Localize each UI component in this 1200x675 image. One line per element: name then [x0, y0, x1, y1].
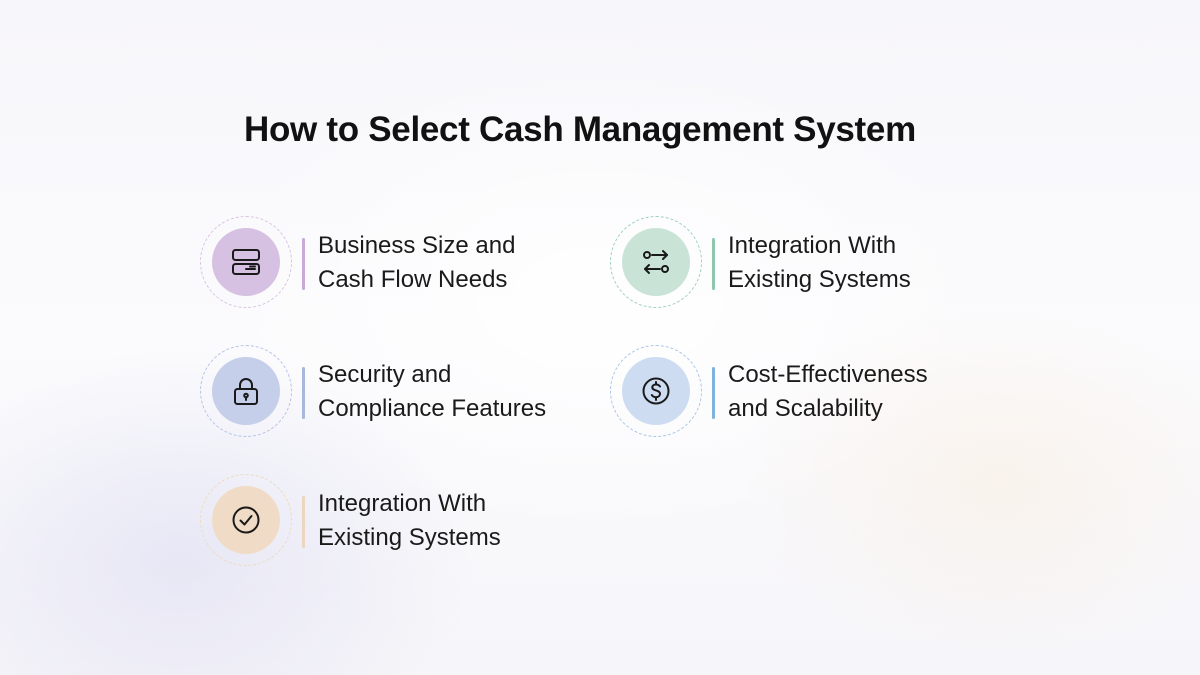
accent-bar	[302, 367, 305, 419]
criterion-item: Security and Compliance Features	[200, 345, 620, 445]
dashed-ring	[610, 345, 702, 437]
dashed-ring	[200, 216, 292, 308]
criterion-label-line2: and Scalability	[728, 395, 883, 422]
criterion-item: Integration With Existing Systems	[610, 216, 1030, 316]
icon-disc	[212, 357, 280, 425]
criterion-label-line2: Cash Flow Needs	[318, 266, 508, 293]
page-title: How to Select Cash Management System	[244, 110, 916, 149]
check-circle-icon	[232, 506, 260, 534]
criterion-label-line1: Business Size and	[318, 232, 516, 259]
dashed-ring	[200, 345, 292, 437]
accent-bar	[712, 367, 715, 419]
criterion-item: Cost-Effectiveness and Scalability	[610, 345, 1030, 445]
criterion-item: Business Size and Cash Flow Needs	[200, 216, 620, 316]
criterion-label: Integration With Existing Systems	[728, 229, 911, 297]
criterion-label: Business Size and Cash Flow Needs	[318, 229, 515, 297]
accent-bar	[302, 496, 305, 548]
criterion-label-line2: Existing Systems	[728, 266, 911, 293]
criterion-item: Integration With Existing Systems	[200, 474, 620, 574]
dollar-circle-icon	[642, 377, 670, 405]
criterion-label-line1: Security and	[318, 361, 452, 388]
dashed-ring	[200, 474, 292, 566]
criterion-label-line1: Integration With	[728, 232, 897, 259]
criterion-label-line2: Existing Systems	[318, 524, 501, 551]
criterion-label: Cost-Effectiveness and Scalability	[728, 358, 928, 426]
criterion-label: Integration With Existing Systems	[318, 487, 501, 555]
accent-bar	[302, 238, 305, 290]
icon-disc	[622, 357, 690, 425]
criterion-label: Security and Compliance Features	[318, 358, 546, 426]
lock-icon	[234, 378, 258, 405]
server-icon	[232, 249, 260, 275]
accent-bar	[712, 238, 715, 290]
transfer-arrows-icon	[643, 250, 669, 274]
icon-disc	[212, 486, 280, 554]
criterion-label-line1: Cost-Effectiveness	[728, 361, 928, 388]
criterion-label-line2: Compliance Features	[318, 395, 547, 422]
icon-disc	[212, 228, 280, 296]
icon-disc	[622, 228, 690, 296]
criterion-label-line1: Integration With	[318, 490, 487, 517]
dashed-ring	[610, 216, 702, 308]
